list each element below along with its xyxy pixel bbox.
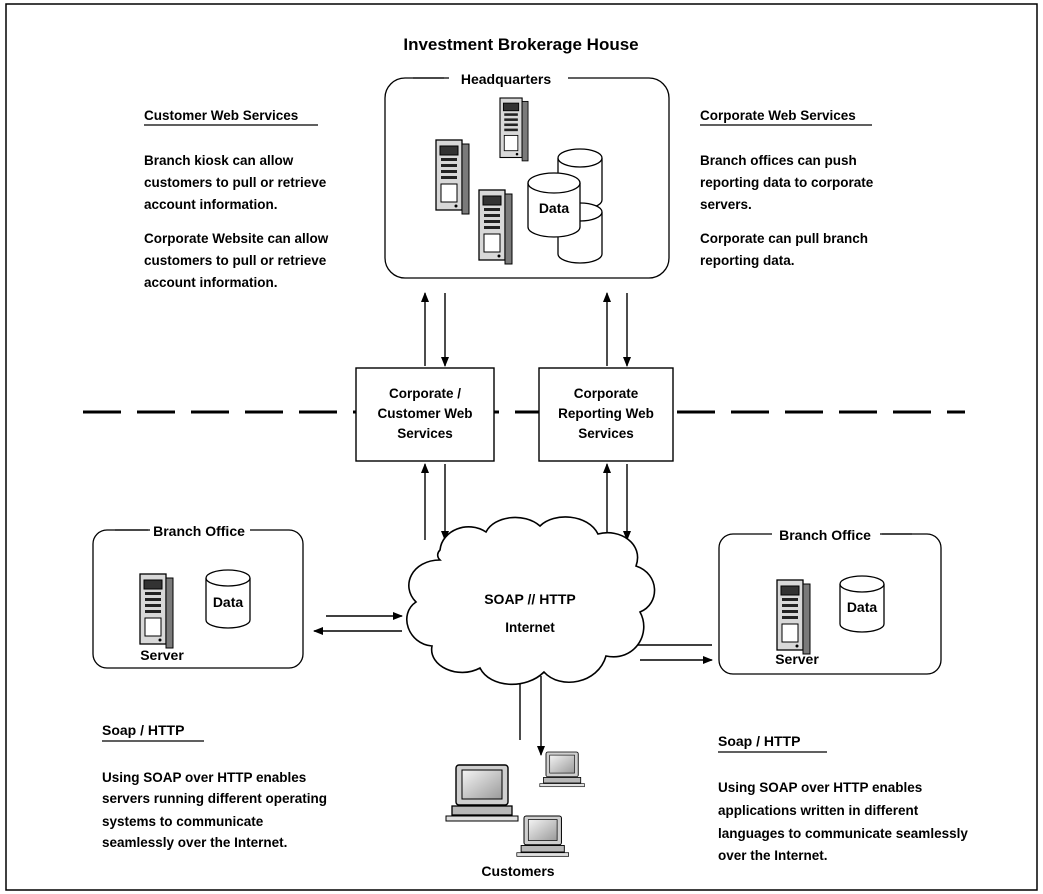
corporate-reporting-web-services-box: Corporate Reporting Web Services [538,367,674,462]
note-line: Using SOAP over HTTP enables [102,770,306,785]
box-line: Services [397,426,453,441]
corporate-web-services-note: Corporate Web Services Branch offices ca… [700,108,874,268]
soap-http-heading: Soap / HTTP [718,733,800,749]
note-line: servers running different operating [102,791,327,806]
server-icon [776,579,811,655]
soap-http-note-left: Soap / HTTP Using SOAP over HTTP enables… [102,722,327,850]
diagram-title: Investment Brokerage House [403,35,638,54]
customer-web-services-heading: Customer Web Services [144,108,298,123]
note-line: systems to communicate [102,814,264,829]
customers-group: Customers [445,751,585,879]
headquarters-data-label: Data [539,200,570,216]
headquarters-label: Headquarters [461,71,551,87]
note-line: customers to pull or retrieve [144,175,327,190]
branch-office-label: Branch Office [153,523,245,539]
box-line: Reporting Web [558,406,654,421]
note-line: account information. [144,197,278,212]
note-line: reporting data. [700,253,795,268]
customers-label: Customers [481,863,554,879]
note-line: Using SOAP over HTTP enables [718,780,922,795]
database-icon [527,172,581,238]
customer-web-services-note: Customer Web Services Branch kiosk can a… [144,108,329,290]
box-line: Corporate / [389,386,461,401]
database-icon [839,575,885,633]
note-line: languages to communicate seamlessly [718,826,968,841]
corporate-customer-web-services-box: Corporate / Customer Web Services [355,367,495,462]
note-line: over the Internet. [718,848,828,863]
server-label: Server [140,647,184,663]
headquarters-box: Headquarters Data [384,68,670,279]
server-icon [499,97,529,162]
box-line: Customer Web [377,406,472,421]
cloud-protocol-label: SOAP // HTTP [484,591,576,607]
soap-http-heading: Soap / HTTP [102,722,184,738]
branch-data-label: Data [213,594,244,610]
outer-frame [5,3,1038,891]
connector-arrows [313,292,713,756]
server-icon [139,573,174,649]
note-line: applications written in different [718,803,919,818]
corporate-web-services-heading: Corporate Web Services [700,108,856,123]
note-line: reporting data to corporate [700,175,874,190]
note-line: Branch kiosk can allow [144,153,294,168]
note-line: servers. [700,197,752,212]
computer-icon [516,815,570,857]
note-line: Corporate Website can allow [144,231,329,246]
computer-icon [539,751,585,788]
note-line: Branch offices can push [700,153,857,168]
server-label: Server [775,651,819,667]
soap-http-note-right: Soap / HTTP Using SOAP over HTTP enables… [718,733,968,863]
box-line: Corporate [574,386,639,401]
box-line: Services [578,426,634,441]
computer-icon [445,764,519,822]
branch-data-label: Data [847,599,878,615]
note-line: customers to pull or retrieve [144,253,327,268]
branch-office-label: Branch Office [779,527,871,543]
server-icon [478,189,513,265]
note-line: seamlessly over the Internet. [102,835,287,850]
server-icon [435,139,470,215]
note-line: Corporate can pull branch [700,231,868,246]
note-line: account information. [144,275,278,290]
database-icon [205,569,251,629]
branch-office-right: Branch Office Data Server [718,525,942,675]
cloud-internet-label: Internet [505,620,555,635]
internet-cloud: SOAP // HTTP Internet [406,516,656,686]
branch-office-left: Branch Office Data Server [92,521,304,669]
